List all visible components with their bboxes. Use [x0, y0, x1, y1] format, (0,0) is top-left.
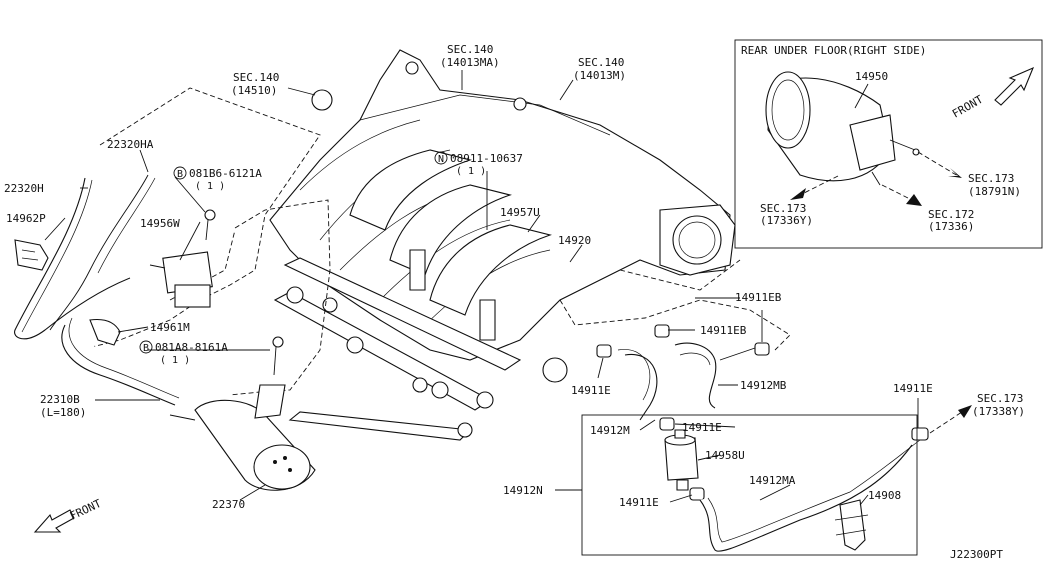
label-sec173-b2: (18791N): [968, 185, 1021, 198]
label-14911eb-b: 14911EB: [700, 324, 747, 337]
b-marker-2: [139, 340, 153, 354]
front-arrow-left: [33, 509, 75, 533]
label-22320ha: 22320HA: [107, 138, 154, 151]
label-14912m: 14912M: [590, 424, 630, 437]
label-14912mb: 14912MB: [740, 379, 787, 392]
label-081a8-qty: ( 1 ): [160, 355, 190, 366]
clamp-14911e-d: [911, 427, 929, 441]
label-14908: 14908: [868, 489, 901, 502]
label-22310b-len: (L=180): [40, 406, 86, 419]
intake-manifold: [269, 49, 736, 361]
label-sec140-a: SEC.140: [447, 43, 493, 56]
inset-title: REAR UNDER FLOOR(RIGHT SIDE): [741, 44, 926, 57]
label-sec173-a: SEC.173: [977, 392, 1023, 405]
label-sec173-a2: (17338Y): [972, 405, 1025, 418]
leader-lines: [44, 70, 919, 506]
b-marker-2-letter: B: [143, 343, 149, 354]
label-081b6: 081B6-6121A: [189, 167, 262, 180]
label-sec172-2: (17336): [928, 220, 974, 233]
label-22310b: 22310B: [40, 393, 80, 406]
clip-14961m: [89, 318, 121, 346]
fuel-rail: [273, 257, 568, 441]
hose-14912mb: [674, 342, 717, 409]
label-14961m: 14961M: [150, 321, 190, 334]
label-14956w: 14956W: [140, 217, 180, 230]
label-14950: 14950: [855, 70, 888, 83]
label-14962p: 14962P: [6, 212, 46, 225]
front-arrow-right: [994, 66, 1035, 106]
label-sec140-b2: (14013M): [573, 69, 626, 82]
connector-14962p: [14, 239, 49, 271]
label-14911e-d: 14911E: [893, 382, 933, 395]
label-sec140-c: SEC.140: [233, 71, 279, 84]
n-marker-letter: N: [438, 154, 444, 165]
label-08911-qty: ( 1 ): [456, 166, 486, 177]
label-22320h: 22320H: [4, 182, 44, 195]
hose-14912m: [624, 353, 658, 421]
label-sec173-b: SEC.173: [968, 172, 1014, 185]
clamp-14911e-c: [689, 487, 705, 501]
label-14911e-b: 14911E: [682, 421, 722, 434]
bracket-14908: [834, 499, 869, 551]
hose-14912ma: [699, 444, 913, 552]
label-14911e-a: 14911E: [571, 384, 611, 397]
front-label-left: FRONT: [68, 497, 104, 523]
inset-box: [734, 39, 1043, 249]
n-marker: [434, 151, 448, 165]
canister-22370: [169, 384, 316, 491]
label-sec173-c2: (17336Y): [760, 214, 813, 227]
hose-22310b: [61, 324, 176, 406]
clamp-14911e-b: [659, 417, 675, 431]
label-sec140-a2: (14013MA): [440, 56, 500, 69]
label-08911: 08911-10637: [450, 152, 523, 165]
label-14911eb-a: 14911EB: [735, 291, 782, 304]
label-14911e-c: 14911E: [619, 496, 659, 509]
hose-22320h: [14, 177, 131, 340]
clamp-14911eb-a: [654, 324, 670, 338]
label-14912n: 14912N: [503, 484, 543, 497]
label-14920: 14920: [558, 234, 591, 247]
hose-22320ha: [49, 174, 149, 331]
b-marker-1: [173, 166, 187, 180]
label-14912ma: 14912MA: [749, 474, 796, 487]
clamp-14911eb-b: [754, 342, 770, 356]
clamp-14911e-a: [596, 344, 612, 358]
label-081b6-qty: ( 1 ): [195, 181, 225, 192]
label-22370: 22370: [212, 498, 245, 511]
label-14958u: 14958U: [705, 449, 745, 462]
label-081a8: 081A8-8161A: [155, 341, 228, 354]
label-14957u: 14957U: [500, 206, 540, 219]
label-sec140-c2: (14510): [231, 84, 277, 97]
front-label-right: FRONT: [950, 93, 986, 121]
diagram-code: J22300PT: [950, 548, 1003, 561]
label-sec173-c: SEC.173: [760, 202, 806, 215]
label-sec172: SEC.172: [928, 208, 974, 221]
valve-14956w: [149, 251, 213, 308]
label-sec140-b: SEC.140: [578, 56, 624, 69]
bolt-081a8: [272, 336, 284, 376]
canister-14950: [765, 71, 920, 186]
b-marker-1-letter: B: [177, 169, 183, 180]
filter-14958u: [664, 429, 699, 491]
bolt-081b6: [204, 209, 216, 241]
group-box-14912n: [581, 414, 918, 556]
